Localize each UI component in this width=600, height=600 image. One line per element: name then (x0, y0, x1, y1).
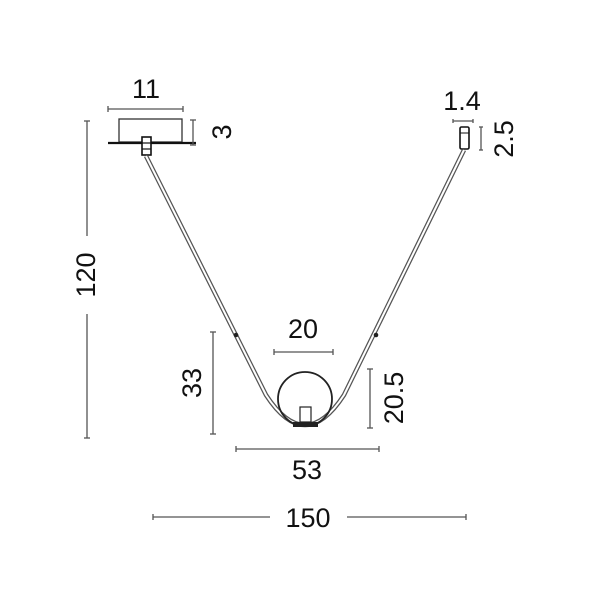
label-total-width: 150 (285, 503, 330, 533)
label-canopy-width: 11 (132, 74, 160, 104)
label-total-height: 120 (71, 252, 101, 297)
label-u-width: 53 (292, 455, 322, 485)
globe (277, 371, 333, 427)
label-connector-width: 1.4 (443, 86, 481, 116)
right-connector (459, 126, 470, 150)
dimension-labels: 11 3 1.4 2.5 120 33 20 20.5 53 150 (71, 74, 519, 533)
label-connector-height: 2.5 (489, 120, 519, 158)
label-globe-height: 20.5 (379, 372, 409, 425)
label-globe-width: 20 (288, 314, 318, 344)
dimension-lines (84, 106, 483, 520)
label-canopy-height: 3 (207, 124, 237, 139)
ceiling-canopy (108, 118, 196, 156)
label-u-height: 33 (177, 368, 207, 398)
